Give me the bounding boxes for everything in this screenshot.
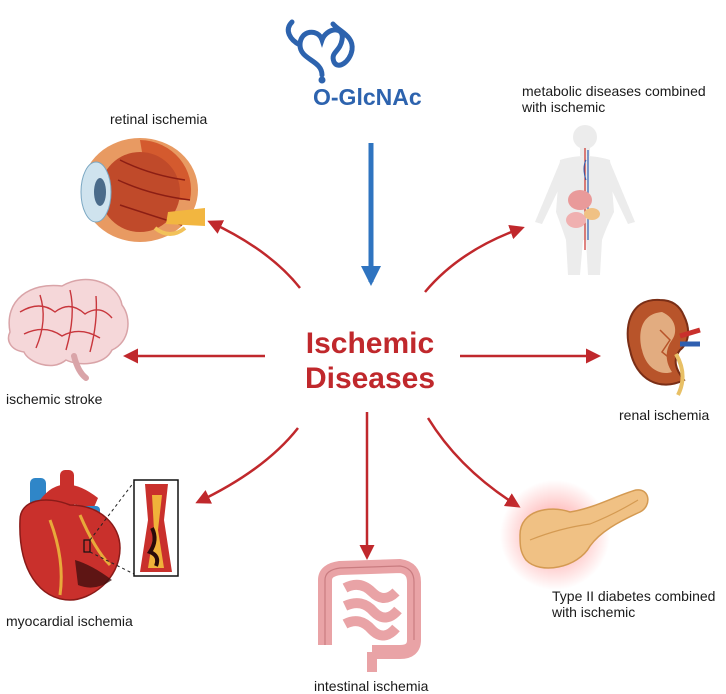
brain-icon bbox=[7, 278, 129, 381]
label-myocardial: myocardial ischemia bbox=[6, 613, 133, 629]
kidney-icon bbox=[626, 298, 701, 396]
pancreas-icon bbox=[500, 480, 649, 590]
hub-title-line1: Ischemic bbox=[305, 327, 435, 360]
intestine-icon bbox=[318, 559, 421, 672]
hub-title: Ischemic Diseases bbox=[250, 326, 490, 396]
human-body-icon bbox=[535, 125, 635, 275]
label-stroke: ischemic stroke bbox=[6, 391, 103, 407]
arrow-to-metabolic bbox=[424, 224, 525, 293]
hub-arrows bbox=[123, 220, 601, 560]
heart-icon bbox=[19, 470, 179, 601]
label-renal: renal ischemia bbox=[619, 407, 710, 423]
arrow-to-diabetes bbox=[426, 417, 521, 508]
label-metabolic: metabolic diseases combined with ischemi… bbox=[522, 83, 706, 115]
arrow-to-myocardial bbox=[195, 427, 299, 504]
arrow-to-retinal bbox=[207, 220, 301, 289]
o-glcnac-label: O-GlcNAc bbox=[313, 84, 422, 110]
label-retinal: retinal ischemia bbox=[110, 111, 208, 127]
label-intestinal: intestinal ischemia bbox=[314, 678, 429, 694]
hub-title-line2: Diseases bbox=[304, 362, 436, 395]
eye-icon bbox=[80, 138, 205, 242]
label-diabetes: Type II diabetes combined with ischemic bbox=[552, 588, 716, 620]
o-glcnac-chain-icon bbox=[285, 19, 355, 84]
